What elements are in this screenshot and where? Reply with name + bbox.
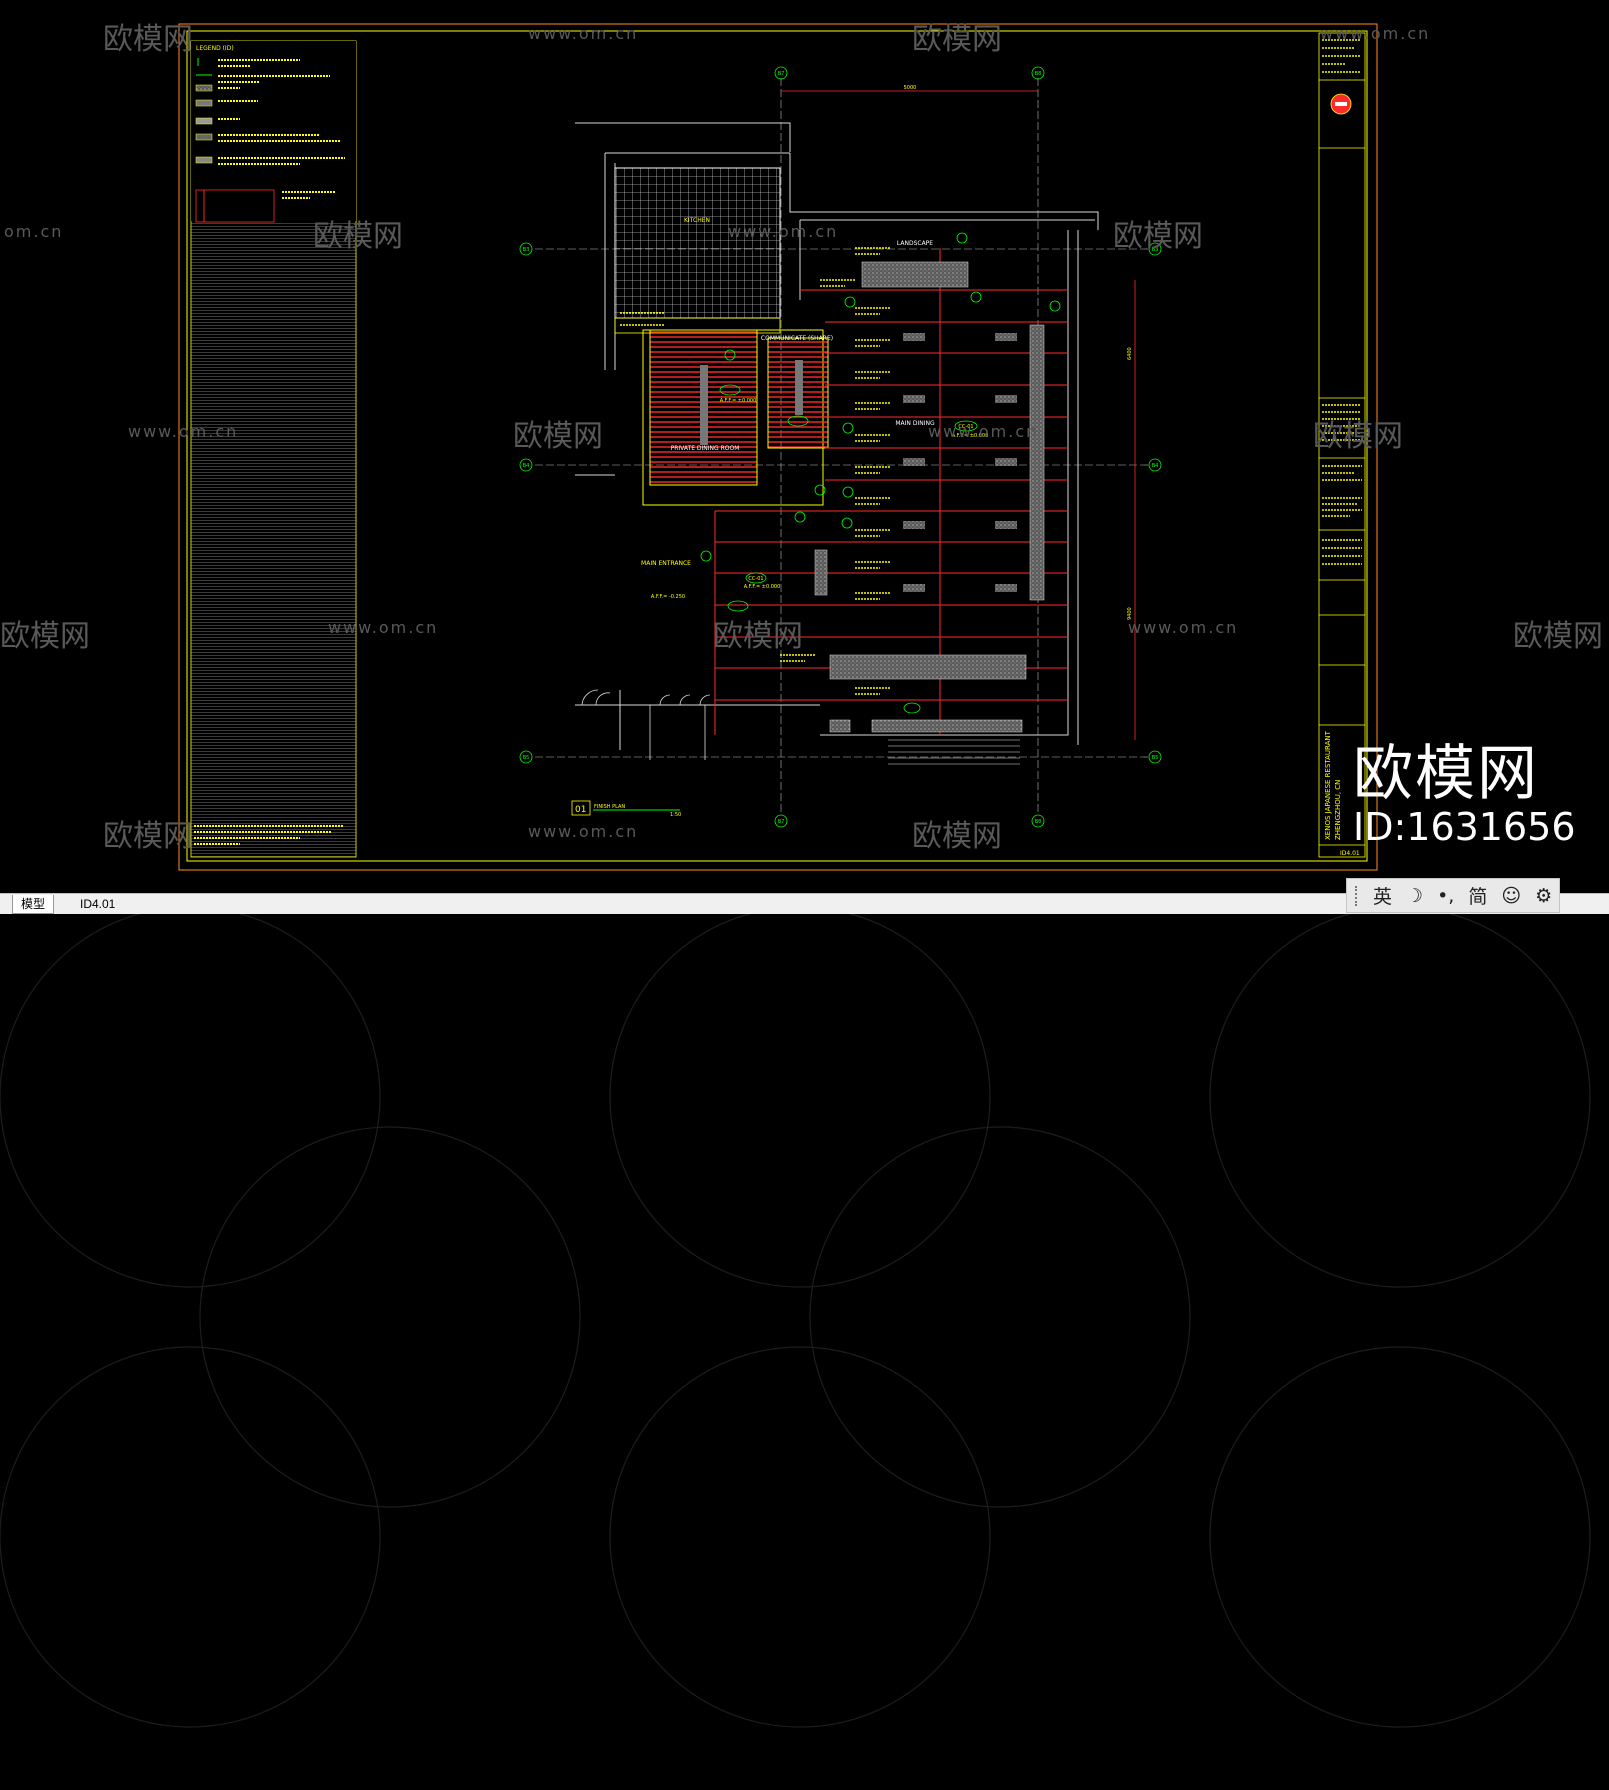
- room-landscape: LANDSCAPE: [897, 240, 933, 247]
- ime-grip-handle[interactable]: [1355, 885, 1359, 906]
- emoji-icon[interactable]: ☺: [1501, 884, 1522, 907]
- ime-language-toggle[interactable]: 英: [1373, 886, 1393, 908]
- level-lobby: A.F.F.= ±0.000: [744, 584, 781, 590]
- room-main-entrance: MAIN ENTRANCE: [641, 560, 691, 567]
- doors: [581, 689, 711, 760]
- plan-title: FINISH PLAN: [594, 804, 625, 810]
- ime-toolbar: 英 ☽ •, 简 ☺ ⚙: [1346, 878, 1560, 913]
- room-main-dining: MAIN DINING: [895, 420, 935, 427]
- punctuation-toggle[interactable]: •,: [1437, 884, 1455, 907]
- dimension-lines: [781, 90, 1136, 740]
- room-kitchen: KITCHEN: [684, 217, 710, 224]
- furniture-hatch: [814, 261, 1045, 733]
- legend-title: LEGEND (ID): [196, 45, 234, 52]
- room-main-entrance-code: CC-01: [748, 576, 763, 582]
- site-watermark-title: 欧模网: [1353, 739, 1539, 809]
- grid-b8-top: B8: [1035, 71, 1042, 77]
- ime-simplified-toggle[interactable]: 简: [1468, 886, 1488, 908]
- grid-bubbles: [519, 66, 1162, 828]
- level-entrance: A.F.F.= -0.250: [651, 594, 685, 600]
- layout-tab-bar: 模型 ID4.01: [0, 893, 1609, 914]
- room-communicate: COMMUNICATE (SHARE): [761, 335, 833, 342]
- tab-id4-01[interactable]: ID4.01: [80, 897, 116, 911]
- finish-plan-drawing: LEGEND (ID): [178, 23, 1378, 871]
- room-private-dining: PRIVATE DINING ROOM: [671, 445, 740, 452]
- green-markers: [700, 232, 1061, 714]
- grid-b5-left: B5: [523, 755, 530, 761]
- grid-b4-left: B4: [523, 463, 530, 469]
- grid-b5-right: B5: [1152, 755, 1159, 761]
- sheet-border-outer: [178, 23, 1378, 871]
- cad-drawing-canvas[interactable]: LEGEND (ID): [0, 0, 1609, 1728]
- grid-b4-right: B4: [1152, 463, 1159, 469]
- grid-b7-bottom: B7: [778, 819, 785, 825]
- dim-right-lower: 9400: [1127, 607, 1133, 620]
- site-watermark-id: ID:1631656: [1353, 805, 1576, 849]
- site-watermark: 欧模网 ID:1631656: [1353, 742, 1576, 848]
- grid-b3-left: B3: [523, 247, 530, 253]
- gear-icon[interactable]: ⚙: [1535, 884, 1553, 907]
- tab-model[interactable]: 模型: [12, 895, 55, 914]
- level-private-dining: A.F.F.= ±0.000: [720, 398, 757, 404]
- plan-number: 01: [575, 805, 586, 815]
- title-block-sheet: ID4.01: [1340, 850, 1360, 857]
- moon-icon[interactable]: ☽: [1406, 884, 1424, 907]
- room-main-dining-code: CC-01: [958, 424, 973, 430]
- grid-b3-right: B3: [1152, 247, 1159, 253]
- level-main-dining: A.F.F.= ±0.000: [952, 433, 989, 439]
- plan-scale: 1:50: [670, 812, 681, 818]
- legend-notes: [194, 825, 344, 845]
- sheet-border-inner: [186, 30, 1368, 862]
- dim-top: 5000: [904, 85, 917, 91]
- kitchen-tile-area: [614, 167, 781, 319]
- title-block-location: ZHENGZHOU, CN: [1334, 780, 1342, 840]
- stairs: [888, 739, 1020, 765]
- plan-number-box: [571, 800, 591, 816]
- dim-right-upper: 6400: [1127, 347, 1133, 360]
- title-block-project: XENOS JAPANESE RESTAURANT: [1324, 730, 1332, 840]
- annotations: [620, 247, 890, 695]
- grid-b8-bottom: B8: [1035, 819, 1042, 825]
- legend-items: [195, 58, 345, 223]
- title-block: [1318, 32, 1366, 858]
- grid-b7-top: B7: [778, 71, 785, 77]
